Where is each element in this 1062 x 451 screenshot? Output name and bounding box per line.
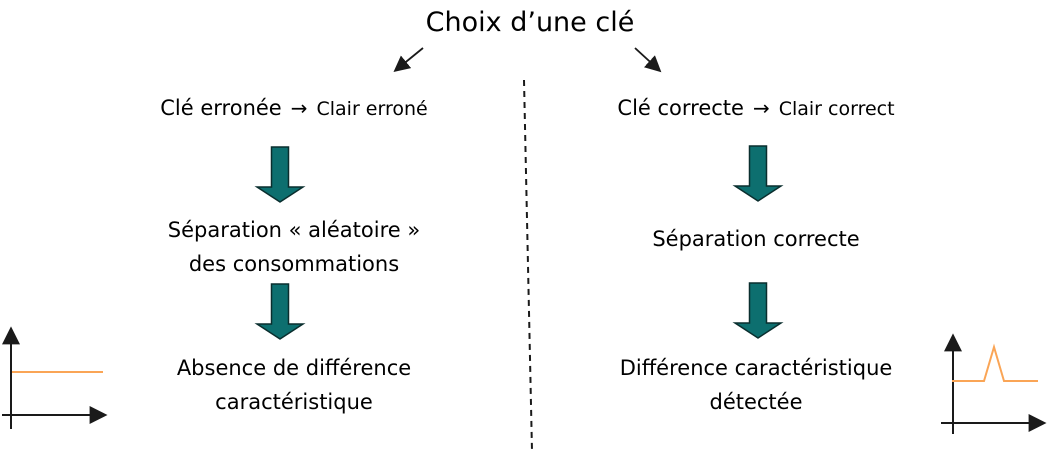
thin-arrow-down-left-icon <box>393 47 424 73</box>
block-arrow-down-icon <box>732 282 784 339</box>
left-branch-step3: Absence de différence caractéristique <box>124 351 464 419</box>
right-step1-clair: Clair correct <box>778 98 895 120</box>
right-step1-key: Clé correcte <box>617 96 744 120</box>
right-branch-step1: Clé correcte → Clair correct <box>606 96 906 120</box>
left-step1-key: Clé erronée <box>160 96 282 120</box>
right-arrow-glyph: → <box>752 96 770 120</box>
block-arrow-down-icon <box>254 146 306 203</box>
diagram-title: Choix d’une clé <box>425 7 635 38</box>
left-branch-step2: Séparation « aléatoire » des consommatio… <box>124 213 464 281</box>
flat-signal-chart <box>2 326 108 429</box>
block-arrow-down-icon <box>254 283 306 340</box>
right-step3-line1: Différence caractéristique <box>619 356 893 380</box>
left-step1-clair: Clair erroné <box>316 98 428 120</box>
peak-signal-line <box>952 343 1038 382</box>
vertical-dashed-divider <box>523 79 533 451</box>
right-step2-line1: Séparation correcte <box>652 227 860 251</box>
right-step3-line2: détectée <box>709 390 803 414</box>
left-step2-line1: Séparation « aléatoire » <box>167 218 421 242</box>
thin-arrow-down-right-icon <box>634 47 662 73</box>
right-arrow-glyph: → <box>290 96 308 120</box>
left-step3-line2: caractéristique <box>215 390 373 414</box>
peak-signal-chart <box>941 333 1047 434</box>
left-step2-line2: des consommations <box>188 252 400 276</box>
left-branch-step1: Clé erronée → Clair erroné <box>144 96 444 120</box>
left-step3-line1: Absence de différence <box>176 356 412 380</box>
right-branch-step3: Différence caractéristique détectée <box>586 351 926 419</box>
right-branch-step2: Séparation correcte <box>606 222 906 256</box>
block-arrow-down-icon <box>732 145 784 202</box>
